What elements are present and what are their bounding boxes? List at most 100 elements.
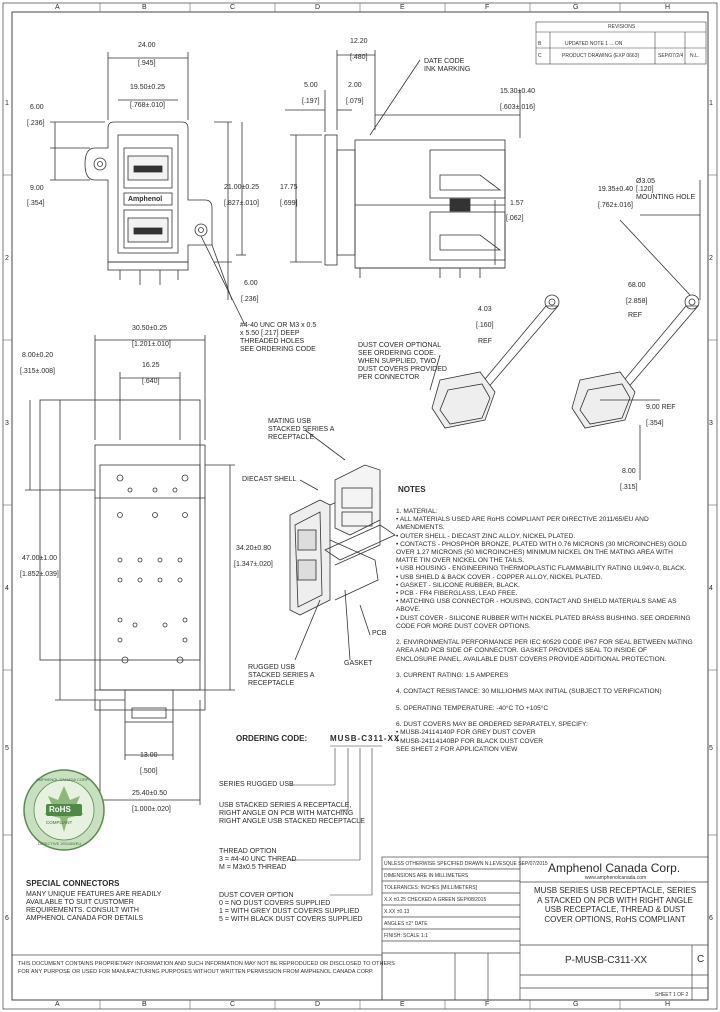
rohs-top-text: AMPHENOL CANADA CORP.: [36, 777, 90, 782]
note-line: OVER 1.27 MICRONS (50 MICROINCHES) MINIM…: [396, 549, 673, 556]
proprietary-disclaimer: THIS DOCUMENT CONTAINS PROPRIETARY INFOR…: [18, 961, 395, 975]
rev-row-2-desc: PRODUCT DRAWING (EXP 0663): [562, 53, 640, 59]
note-line: • MUSB-24114140BP FOR BLACK DUST COVER: [396, 737, 544, 745]
dim-200: 2.00: [348, 82, 362, 89]
ordering-leaders: [290, 748, 373, 896]
dim-3420-in: [1.347±.020]: [234, 561, 273, 568]
dust-cover-note: DUST COVER OPTIONAL SEE ORDERING CODE. W…: [358, 342, 447, 381]
revision-table: [535, 21, 707, 65]
dim-900: 9.00: [30, 185, 44, 192]
isometric-view: [289, 429, 396, 661]
note-line: • DUST COVER - SILICONE RUBBER WITH NICK…: [396, 614, 691, 622]
row-label-5-right: 5: [709, 745, 713, 752]
ordering-thread-title: THREAD OPTION: [219, 848, 277, 855]
rev-row-1-rev: B: [538, 41, 542, 47]
row-label-3-right: 3: [709, 420, 713, 427]
dim-157-in: [.062]: [506, 215, 524, 222]
dim-1625-in: [.640]: [142, 378, 160, 385]
dim-1625: 16.25: [142, 362, 160, 369]
rugged-usb-label: RUGGED USB STACKED SERIES A RECEPTACLE: [248, 664, 315, 687]
mating-usb-label: MATING USB STACKED SERIES A RECEPTACLE: [268, 418, 335, 441]
special-connectors-body: MANY UNIQUE FEATURES ARE READILY AVAILAB…: [26, 891, 162, 922]
notes-title: NOTES: [398, 485, 426, 494]
note-line: ABOVE.: [396, 606, 421, 614]
dim-1775: 17.75: [280, 184, 298, 191]
dim-900-in: [.354]: [27, 200, 45, 207]
rohs-label: RoHS: [49, 805, 71, 814]
title-block-frame: [11, 856, 709, 1001]
dim-2100-in: [.827±.010]: [224, 200, 259, 207]
title-block-row: DIMENSIONS ARE IN MILLIMETERS: [384, 873, 469, 879]
revision-header: REVISIONS: [608, 24, 636, 30]
col-label-b-bottom: B: [142, 1001, 147, 1008]
note-line: 2. ENVIRONMENTAL PERFORMANCE PER IEC 605…: [396, 639, 693, 647]
ordering-stacked: USB STACKED SERIES A RECEPTACLE, RIGHT A…: [219, 802, 365, 825]
dim-157: 1.57: [510, 200, 524, 207]
row-label-5: 5: [5, 745, 9, 752]
col-label-h: H: [665, 4, 671, 11]
dim-2100: 21.00±0.25: [224, 184, 259, 191]
note-line: 6. DUST COVERS MAY BE ORDERED SEPARATELY…: [396, 721, 588, 729]
note-line: • USB HOUSING - ENGINEERING THERMOPLASTI…: [396, 565, 687, 573]
note-line: 3. CURRENT RATING: 1.5 AMPERES: [396, 672, 509, 679]
note-line: • PCB - FR4 FIBERGLASS, LEAD FREE.: [396, 590, 518, 597]
note-line: ENCLOSURE PANEL. AVAILABLE DUST COVERS P…: [396, 655, 667, 663]
company-name: Amphenol Canada Corp.: [548, 861, 681, 875]
mounting-hole-note: Ø3.05 [.120] MOUNTING HOLE: [636, 178, 696, 201]
dim-800: 8.00±0.20: [22, 352, 54, 359]
rohs-bottom-text: DIRECTIVE 2011/65/EU: [38, 841, 82, 846]
diecast-shell-label: DIECAST SHELL: [242, 476, 297, 483]
dim-1200-in: [.480]: [350, 54, 368, 61]
dim-403-in: [.160]: [476, 322, 494, 329]
col-label-e-bottom: E: [400, 1001, 405, 1008]
row-label-4-right: 4: [709, 585, 713, 592]
rohs-compliant: COMPLIANT: [46, 820, 73, 825]
dim-403-ref: REF: [478, 338, 492, 345]
dim-1530: 15.30±0.40: [500, 88, 535, 95]
col-label-c-bottom: C: [230, 1001, 236, 1008]
front-view: [25, 335, 235, 805]
dim-600: 6.00: [30, 104, 44, 111]
drawing-title: MUSB SERIES USB RECEPTACLE, SERIES A STA…: [533, 886, 697, 924]
col-label-d-bottom: D: [315, 1001, 321, 1008]
dim-4700: 47.00±1.00: [22, 555, 57, 562]
title-block-row: TOLERANCES: INCHES [MILLIMETERS]: [384, 885, 477, 891]
dim-800-cover: 8.00: [622, 468, 636, 475]
note-line: MATTE TIN OVER NICKEL ON THE TAILS.: [396, 557, 525, 565]
title-block-row: X.X ±0.25 CHECKED A.GREEN SEP/08/2015: [384, 897, 487, 903]
row-label-3: 3: [5, 420, 9, 427]
dim-800-in: [.315±.008]: [20, 368, 55, 375]
col-label-f: F: [485, 4, 490, 11]
row-label-1: 1: [5, 100, 9, 107]
dim-500-in: [.197]: [302, 98, 320, 105]
ordering-dust-title: DUST COVER OPTION: [219, 892, 294, 899]
date-code-note: DATE CODE INK MARKING: [424, 58, 471, 73]
dim-3050: 30.50±0.25: [132, 325, 167, 332]
note-line: CODE FOR MORE DUST COVER OPTIONS.: [396, 622, 531, 630]
dim-3420: 34.20±0.80: [236, 545, 271, 552]
side-view: [285, 50, 521, 278]
note-line: 4. CONTACT RESISTANCE: 30 MILLIOHMS MAX …: [396, 688, 662, 696]
note-line: AMENDMENTS.: [396, 524, 445, 532]
col-label-e: E: [400, 4, 405, 11]
gasket-label: GASKET: [344, 660, 373, 667]
row-label-1-right: 1: [709, 100, 713, 107]
dim-1950-in: [.768±.010]: [130, 102, 165, 109]
dim-600b: 6.00: [244, 280, 258, 287]
note-line: • GASKET - SILICONE RUBBER, BLACK.: [396, 581, 520, 589]
row-label-4: 4: [5, 585, 9, 592]
col-label-a-bottom: A: [55, 1001, 60, 1008]
revision-letter: C: [697, 954, 705, 965]
note-line: AREA AND PCB SIDE OF CONNECTOR. GASKET P…: [396, 647, 647, 655]
amphenol-logo-plate: Amphenol: [128, 196, 163, 203]
dim-2400-in: [.945]: [138, 60, 156, 67]
col-label-g-bottom: G: [573, 1001, 579, 1008]
ordering-thread-opts: 3 = #4-40 UNC THREAD M = M3x0.5 THREAD: [219, 856, 297, 871]
ordering-code: MUSB-C311-XX: [330, 734, 401, 743]
col-label-d: D: [315, 4, 321, 11]
title-block-row: X.XX ±0.13: [384, 909, 410, 915]
note-line: SEE SHEET 2 FOR APPLICATION VIEW: [396, 745, 518, 753]
special-connectors-title: SPECIAL CONNECTORS: [26, 879, 120, 888]
note-line: • MATCHING USB CONNECTOR - HOUSING, CONT…: [396, 598, 677, 606]
dim-900-ref: 9.00 REF: [646, 404, 676, 411]
